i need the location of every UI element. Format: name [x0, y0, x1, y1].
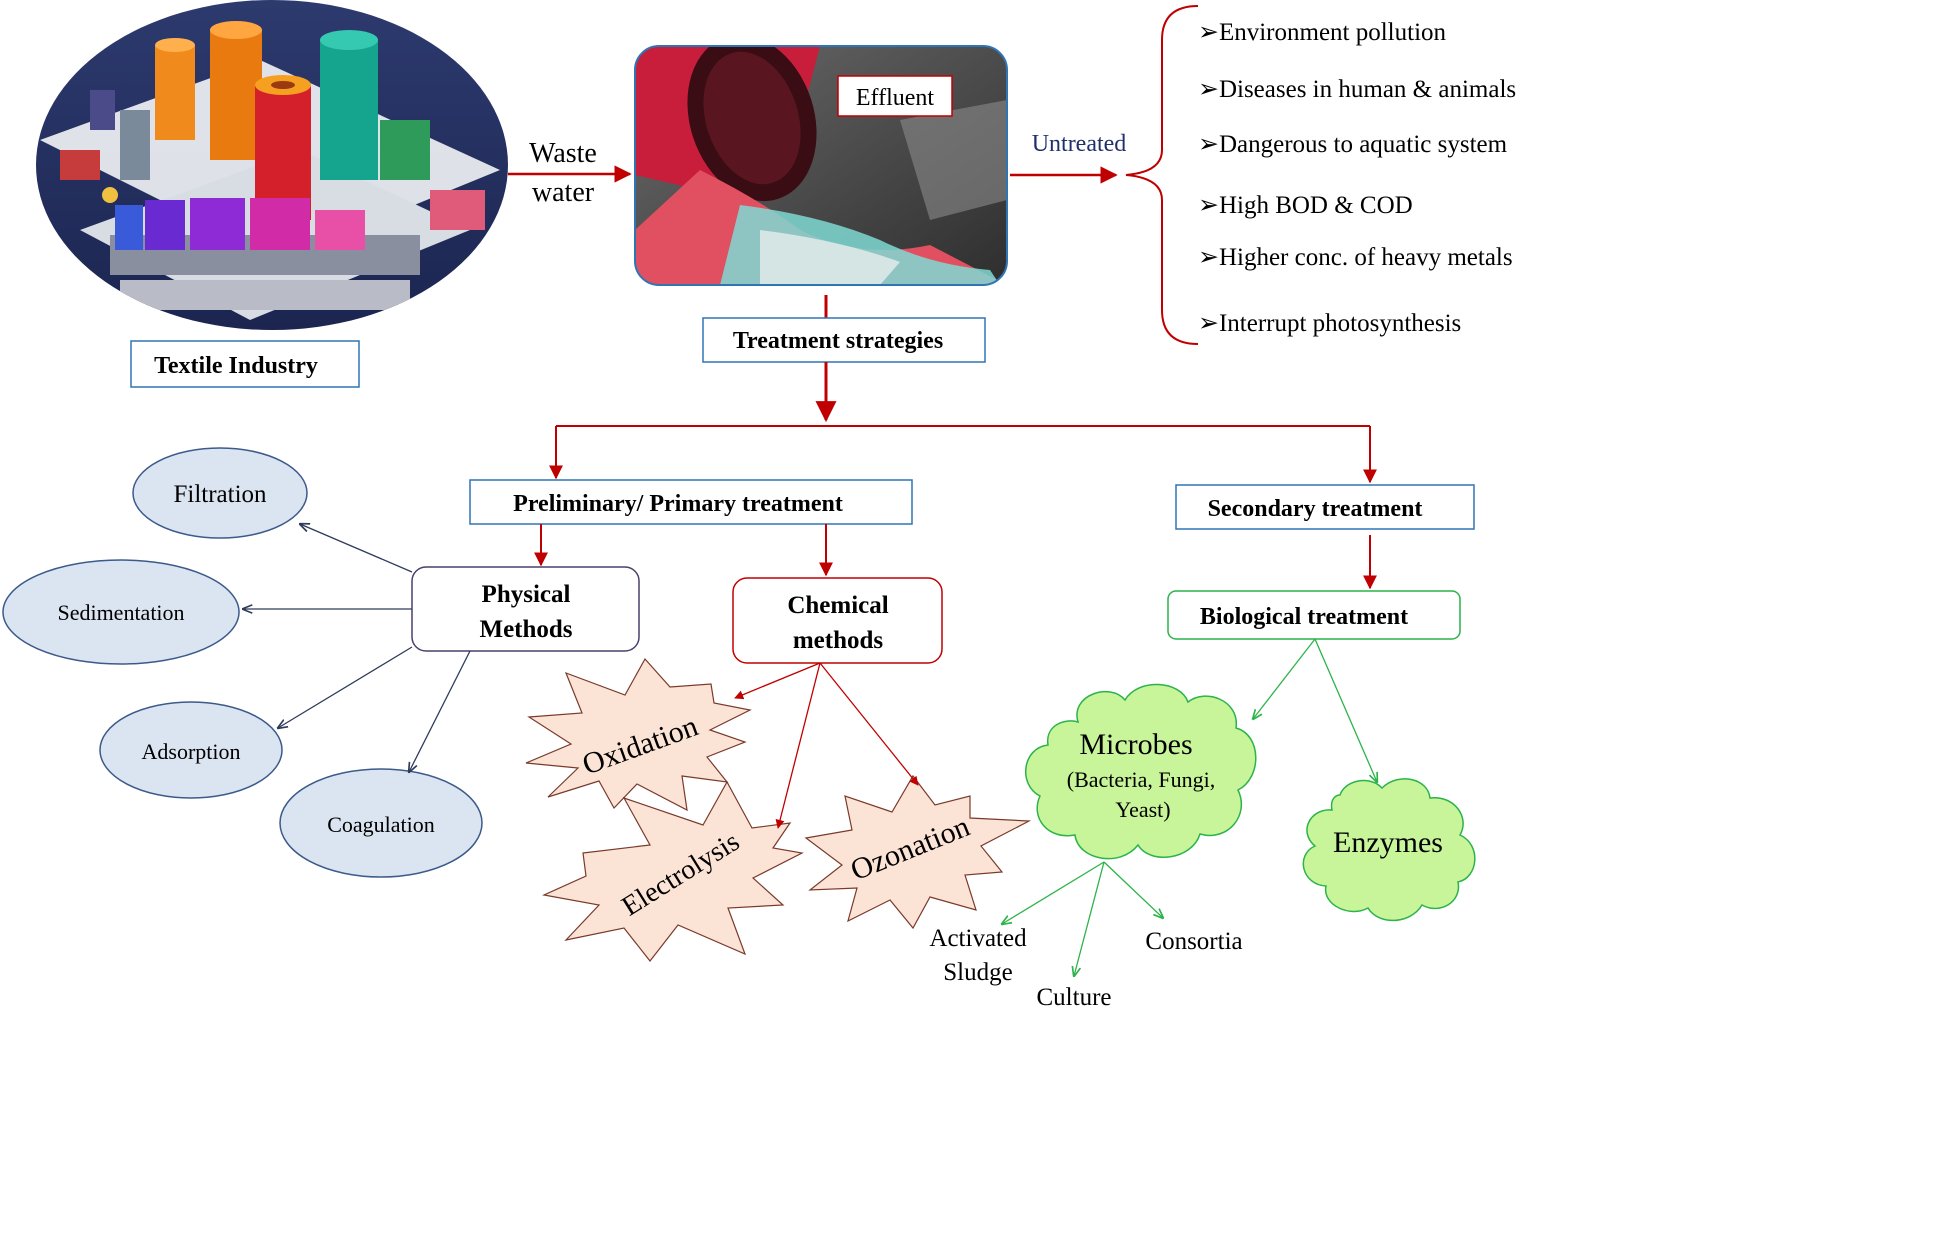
- effluent-label: Effluent: [856, 85, 935, 111]
- filtration-ellipse: [132, 447, 308, 539]
- effect-text: Interrupt photosynthesis: [1219, 310, 1461, 337]
- activated-sludge-line1: Activated: [929, 925, 1027, 952]
- svg-text:➢Environment pollution: ➢Environment pollution: [1198, 19, 1447, 46]
- to-enzymes-arrow: [1314, 638, 1377, 782]
- to-electrolysis-arrow: [775, 662, 821, 829]
- chemical-methods-box: [732, 577, 943, 664]
- primary-treatment-label: Preliminary/ Primary treatment: [513, 491, 843, 517]
- physical-methods-line1: Physical: [482, 581, 571, 608]
- filtration-label: Filtration: [173, 481, 267, 508]
- sedimentation-label: Sedimentation: [57, 600, 184, 625]
- ozonation-starburst: [804, 774, 1032, 930]
- to-microbes-arrow: [1253, 638, 1316, 719]
- effect-text: High BOD & COD: [1219, 192, 1413, 219]
- effect-text: Dangerous to aquatic system: [1219, 131, 1508, 158]
- flow-diagram: Effluent Textile Industry Waste water Un…: [2, 0, 1516, 1011]
- chemical-methods-line2: methods: [793, 627, 884, 654]
- activated-sludge-line2: Sludge: [943, 959, 1012, 986]
- consortia-label: Consortia: [1145, 928, 1242, 955]
- adsorption-label: Adsorption: [142, 739, 241, 764]
- textile-industry-box: [130, 340, 360, 388]
- bullet-arrow-icon: ➢: [1198, 192, 1219, 219]
- primary-treatment-box: [469, 479, 913, 525]
- bullet-arrow-icon: ➢: [1198, 244, 1219, 271]
- effect-text: Higher conc. of heavy metals: [1219, 244, 1513, 271]
- svg-text:➢High BOD & COD: ➢High BOD & COD: [1198, 192, 1413, 219]
- culture-label: Culture: [1037, 984, 1112, 1011]
- effluent-pipe-photo: [634, 45, 1008, 286]
- physical-methods-line2: Methods: [479, 616, 572, 643]
- microbes-line2: (Bacteria, Fungi,: [1067, 767, 1215, 792]
- waste-water-label-line2: water: [532, 177, 595, 208]
- enzymes-label: Enzymes: [1333, 826, 1443, 859]
- to-filtration-arrow: [300, 524, 413, 573]
- effect-item: ➢High BOD & COD: [1198, 192, 1413, 219]
- effect-item: ➢Higher conc. of heavy metals: [1198, 244, 1513, 271]
- biological-treatment-box: [1167, 590, 1461, 640]
- untreated-label: Untreated: [1032, 131, 1127, 157]
- to-culture-arrow: [1074, 861, 1105, 976]
- svg-text:➢Diseases in human & animals: ➢Diseases in human & animals: [1198, 76, 1516, 103]
- svg-text:➢Higher conc. of heavy metals: ➢Higher conc. of heavy metals: [1198, 244, 1513, 271]
- bullet-arrow-icon: ➢: [1198, 131, 1219, 158]
- effect-text: Environment pollution: [1219, 19, 1447, 46]
- effects-list: ➢Environment pollution ➢Diseases in huma…: [1198, 19, 1516, 337]
- treatment-strategies-box: [702, 317, 986, 363]
- to-adsorption-arrow: [278, 646, 413, 728]
- sedimentation-ellipse: [2, 559, 240, 665]
- to-oxidation-arrow: [734, 662, 821, 700]
- adsorption-ellipse: [99, 701, 283, 799]
- effect-item: ➢Interrupt photosynthesis: [1198, 310, 1461, 337]
- electrolysis-starburst: [542, 780, 804, 962]
- effect-item: ➢Environment pollution: [1198, 19, 1447, 46]
- biological-treatment-label: Biological treatment: [1200, 604, 1408, 630]
- textile-industry-label: Textile Industry: [154, 353, 318, 379]
- effects-brace: [1125, 5, 1199, 345]
- to-coagulation-arrow: [409, 650, 471, 772]
- diagram-canvas: Effluent Textile Industry Waste water Un…: [2, 0, 1516, 1011]
- bullet-arrow-icon: ➢: [1198, 76, 1219, 103]
- chemical-methods-line1: Chemical: [787, 592, 888, 619]
- to-ozonation-arrow: [819, 662, 919, 786]
- coagulation-ellipse: [279, 768, 483, 878]
- microbes-cloud: [1025, 683, 1257, 860]
- microbes-title: Microbes: [1079, 728, 1192, 761]
- bullet-arrow-icon: ➢: [1198, 19, 1219, 46]
- to-activated-sludge-arrow: [1002, 861, 1105, 924]
- enzymes-cloud: [1302, 778, 1476, 922]
- waste-water-label-line1: Waste: [529, 138, 597, 169]
- bullet-arrow-icon: ➢: [1198, 310, 1219, 337]
- effect-item: ➢Diseases in human & animals: [1198, 76, 1516, 103]
- svg-text:➢Interrupt photosynthesis: ➢Interrupt photosynthesis: [1198, 310, 1461, 337]
- oxidation-starburst: [525, 657, 752, 812]
- coagulation-label: Coagulation: [327, 812, 435, 837]
- to-consortia-arrow: [1103, 861, 1163, 918]
- secondary-treatment-box: [1175, 484, 1475, 530]
- svg-text:➢Dangerous to aquatic system: ➢Dangerous to aquatic system: [1198, 131, 1508, 158]
- textile-factory-illustration: [36, 0, 508, 330]
- effect-item: ➢Dangerous to aquatic system: [1198, 131, 1508, 158]
- effect-text: Diseases in human & animals: [1219, 76, 1516, 103]
- treatment-strategies-label: Treatment strategies: [733, 328, 943, 354]
- effluent-label-box: [837, 75, 953, 117]
- microbes-line3: Yeast): [1115, 797, 1170, 822]
- secondary-treatment-label: Secondary treatment: [1208, 496, 1423, 522]
